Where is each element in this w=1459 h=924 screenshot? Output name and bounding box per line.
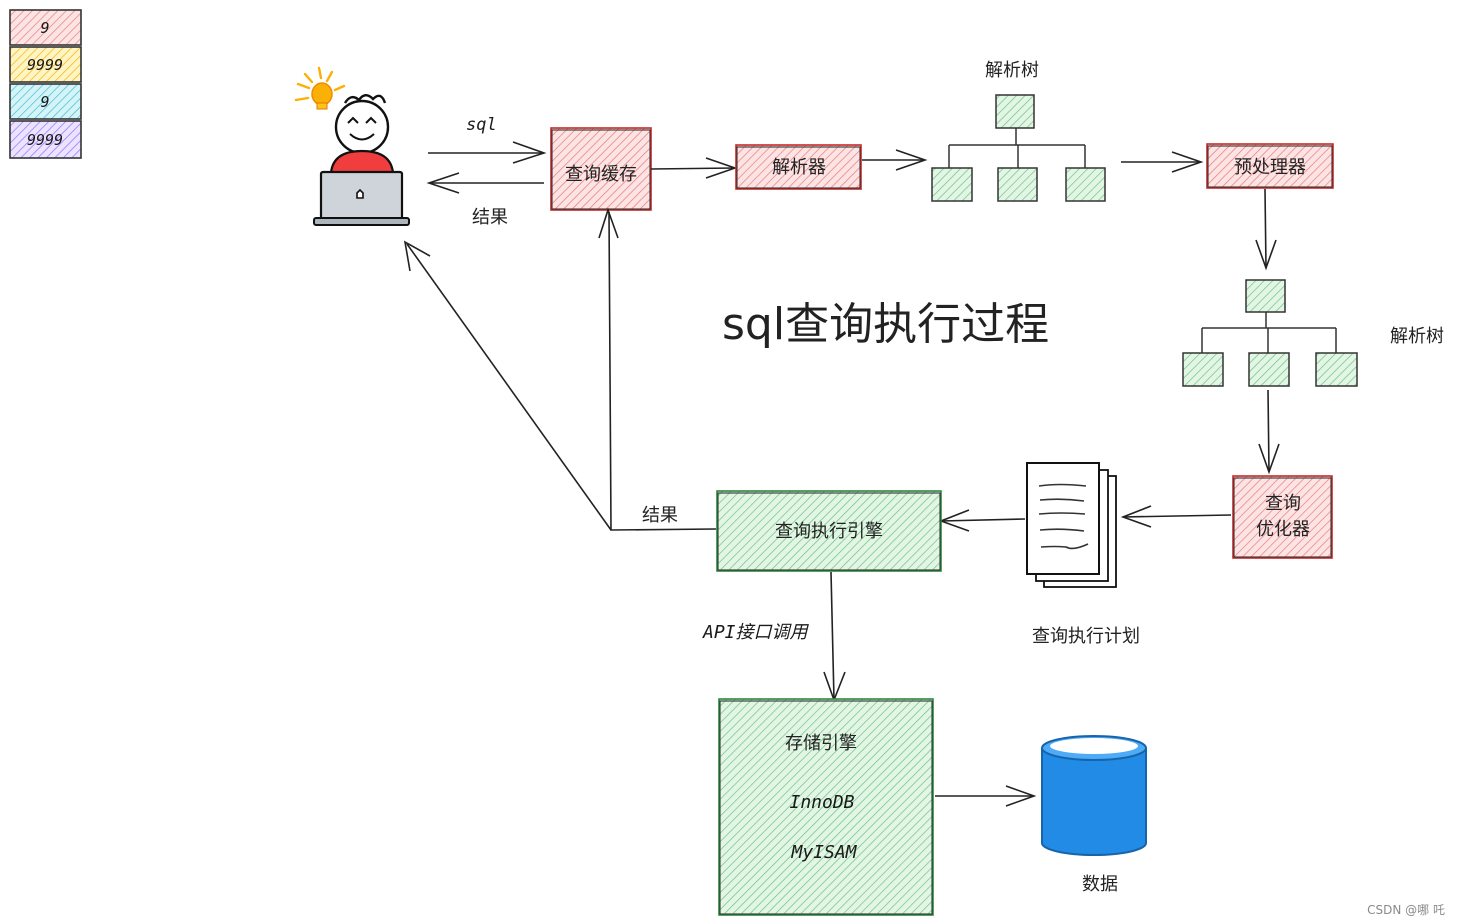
parser-box: 解析器 (735, 144, 862, 190)
arrow-parser-tree (862, 149, 928, 171)
document-stack-icon: 查询执行计划 (1026, 462, 1140, 647)
optimizer-label-2: 优化器 (1256, 519, 1310, 540)
preprocessor-box: 预处理器 (1206, 143, 1334, 189)
diagram-title-group: sql查询执行过程 (722, 299, 1049, 350)
result-label-bottom: 结果 (642, 505, 678, 526)
parse-tree-2: 解析树 (1182, 279, 1444, 387)
database-icon: 数据 (1041, 735, 1147, 895)
lightbulb-icon (294, 66, 346, 110)
parse-tree-label-2: 解析树 (1390, 326, 1444, 347)
arrow-executor-storage: API接口调用 (702, 571, 846, 703)
api-call-label: API接口调用 (702, 622, 810, 643)
arrow-optimizer-plan (1120, 505, 1232, 528)
legend-item-red: 9 (9, 9, 82, 46)
sql-label: sql (466, 115, 497, 135)
result-return-lines: 结果 (403, 207, 717, 531)
parse-tree-1: 解析树 (931, 60, 1106, 202)
innodb-label: InnoDB (789, 792, 854, 813)
arrow-plan-executor (938, 509, 1026, 532)
arrow-cache-parser (650, 157, 738, 179)
preprocessor-label: 预处理器 (1234, 157, 1306, 178)
legend-item-yellow: 9999 (9, 46, 82, 83)
legend: 9 9999 9 9999 (9, 9, 82, 159)
myisam-label: MyISAM (790, 842, 857, 863)
storage-engine-label: 存储引擎 (785, 733, 857, 754)
result-label-top: 结果 (472, 207, 508, 228)
optimizer-box: 查询 优化器 (1232, 475, 1333, 559)
user-laptop-icon (294, 66, 410, 226)
parse-tree-label-1: 解析树 (985, 60, 1039, 81)
legend-label: 9999 (27, 56, 63, 74)
legend-item-violet: 9999 (9, 120, 82, 159)
legend-item-cyan: 9 (9, 83, 82, 120)
diagram-title: sql查询执行过程 (722, 299, 1049, 350)
query-cache-label: 查询缓存 (565, 164, 637, 185)
arrow-tree-preprocessor (1121, 151, 1204, 173)
storage-engine-box: 存储引擎 InnoDB MyISAM (718, 698, 934, 916)
data-label: 数据 (1082, 874, 1118, 895)
arrow-preprocessor-tree (1255, 188, 1277, 271)
arrow-storage-data (935, 785, 1037, 807)
arrow-tree-optimizer (1258, 389, 1280, 475)
execution-plan-label: 查询执行计划 (1032, 626, 1140, 647)
executor-box: 查询执行引擎 (716, 490, 942, 572)
parser-label: 解析器 (772, 157, 826, 178)
watermark: CSDN @哪 吒 (1367, 903, 1445, 917)
optimizer-label-1: 查询 (1265, 493, 1301, 514)
user-cache-arrows: sql 结果 (426, 115, 547, 228)
legend-label: 9 (40, 19, 49, 37)
query-cache-box: 查询缓存 (550, 127, 652, 211)
legend-label: 9999 (27, 131, 63, 149)
legend-label: 9 (40, 93, 49, 111)
executor-label: 查询执行引擎 (775, 521, 883, 542)
